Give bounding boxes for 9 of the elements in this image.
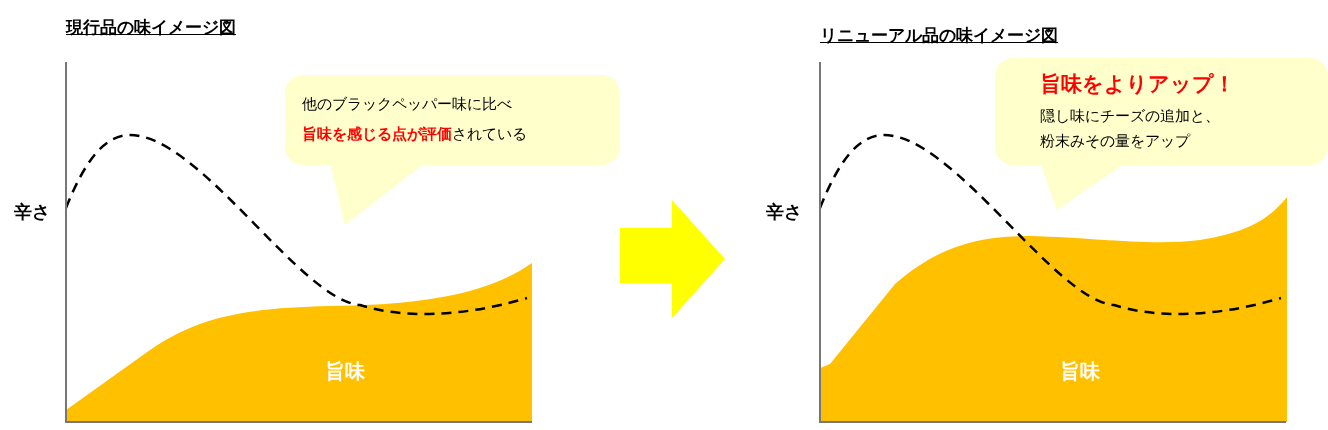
chart-title: リニューアル品の味イメージ図 bbox=[820, 24, 1058, 47]
area-label: 旨味 bbox=[1060, 358, 1100, 385]
callout-heading: 旨味をよりアップ！ bbox=[1040, 71, 1226, 98]
area-label: 旨味 bbox=[325, 358, 365, 385]
callout-text: 他のブラックペッパー味に比べ旨味を感じる点が評価されている bbox=[302, 94, 528, 145]
chart-title: 現行品の味イメージ図 bbox=[66, 16, 236, 39]
axis-label: 辛さ bbox=[766, 200, 802, 224]
callout-text: 隠し味にチーズの追加と、粉末みその量をアップ bbox=[1040, 106, 1221, 152]
axis-label: 辛さ bbox=[14, 200, 50, 224]
